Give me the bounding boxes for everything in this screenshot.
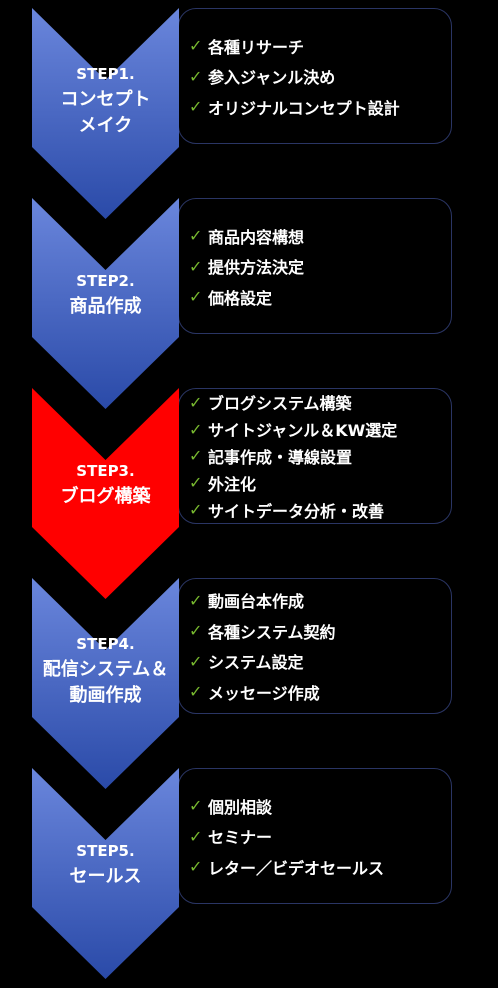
task-item: ✓ 参入ジャンル決め bbox=[189, 61, 445, 92]
step-title: STEP5. セールス bbox=[32, 839, 179, 890]
step-3-task-box: ✓ブログシステム構築✓サイトジャンル＆KW選定✓記事作成・導線設置✓外注化✓サイ… bbox=[178, 388, 452, 524]
task-item: ✓メッセージ作成 bbox=[189, 677, 445, 708]
check-icon: ✓ bbox=[189, 446, 203, 466]
task-item: ✓ 商品内容構想 bbox=[189, 220, 445, 251]
task-list: ✓動画台本作成✓各種システム契約✓システム設定✓メッセージ作成 bbox=[189, 579, 445, 713]
step-4-task-box: ✓動画台本作成✓各種システム契約✓システム設定✓メッセージ作成 bbox=[178, 578, 452, 714]
check-icon: ✓ bbox=[189, 651, 203, 671]
check-icon: ✓ bbox=[189, 226, 203, 245]
task-item-label: サイトジャンル＆KW選定 bbox=[208, 421, 398, 441]
check-icon: ✓ bbox=[189, 473, 203, 493]
step-number: STEP5. bbox=[76, 842, 135, 860]
check-icon: ✓ bbox=[189, 857, 203, 876]
chevron-shape bbox=[32, 768, 179, 979]
task-item: ✓ オリジナルコンセプト設計 bbox=[189, 91, 445, 122]
task-item: ✓各種システム契約 bbox=[189, 616, 445, 647]
step-title: STEP3. ブログ構築 bbox=[32, 459, 179, 510]
check-icon: ✓ bbox=[189, 590, 203, 610]
check-icon: ✓ bbox=[189, 419, 203, 439]
task-item-label: オリジナルコンセプト設計 bbox=[208, 98, 400, 118]
chevron-shape bbox=[32, 8, 179, 219]
chevron-arrow bbox=[32, 198, 179, 409]
step-title: STEP1. コンセプトメイク bbox=[32, 62, 179, 139]
chevron-arrow bbox=[32, 8, 179, 219]
check-icon: ✓ bbox=[189, 500, 203, 520]
task-item-label: 価格設定 bbox=[208, 288, 273, 308]
chevron-shape bbox=[32, 578, 179, 789]
step-3: ✓ブログシステム構築✓サイトジャンル＆KW選定✓記事作成・導線設置✓外注化✓サイ… bbox=[0, 388, 498, 600]
task-item: ✓ セミナー bbox=[189, 821, 445, 852]
task-item: ✓サイトデータ分析・改善 bbox=[189, 496, 445, 523]
step-title-line: メイク bbox=[78, 115, 133, 136]
step-title: STEP2. 商品作成 bbox=[32, 269, 179, 320]
task-item-label: セミナー bbox=[208, 828, 273, 847]
task-list: ✓各種リサーチ✓参入ジャンル決め✓オリジナルコンセプト設計 bbox=[189, 9, 445, 143]
check-icon: ✓ bbox=[189, 392, 203, 412]
task-item-label: 動画台本作成 bbox=[208, 592, 305, 612]
check-icon: ✓ bbox=[189, 256, 203, 276]
step-title-line: コンセプト bbox=[60, 89, 151, 110]
chevron-arrow bbox=[32, 578, 179, 789]
task-item-label: 商品内容構想 bbox=[208, 227, 305, 247]
task-item-label: 提供方法決定 bbox=[208, 258, 305, 277]
step-number: STEP1. bbox=[76, 65, 135, 83]
check-icon: ✓ bbox=[189, 36, 203, 55]
task-item-label: 記事作成・導線設置 bbox=[208, 447, 353, 467]
step-5-task-box: ✓個別相談✓セミナー✓レター／ビデオセールス bbox=[178, 768, 452, 904]
task-item-label: 各種リサーチ bbox=[208, 37, 305, 57]
step-title-line: ブログ構築 bbox=[60, 486, 151, 507]
step-1-task-box: ✓各種リサーチ✓参入ジャンル決め✓オリジナルコンセプト設計 bbox=[178, 8, 452, 144]
step-number: STEP3. bbox=[76, 462, 135, 480]
task-item: ✓ 価格設定 bbox=[189, 281, 445, 312]
chevron-shape bbox=[32, 198, 179, 409]
step-title-line: 商品作成 bbox=[69, 296, 142, 317]
check-icon: ✓ bbox=[189, 682, 203, 702]
check-icon: ✓ bbox=[189, 796, 203, 815]
task-item: ✓記事作成・導線設置 bbox=[189, 443, 445, 470]
step-number: STEP2. bbox=[76, 272, 135, 290]
task-item: ✓ブログシステム構築 bbox=[189, 389, 445, 416]
task-item-label: 参入ジャンル決め bbox=[208, 68, 336, 87]
chevron-arrow bbox=[32, 768, 179, 979]
task-item-label: メッセージ作成 bbox=[208, 683, 320, 703]
task-list: ✓ブログシステム構築✓サイトジャンル＆KW選定✓記事作成・導線設置✓外注化✓サイ… bbox=[189, 389, 445, 523]
check-icon: ✓ bbox=[189, 826, 203, 846]
step-title: STEP4. 配信システム＆ 動画作成 bbox=[32, 632, 179, 709]
task-list: ✓商品内容構想✓提供方法決定✓価格設定 bbox=[189, 199, 445, 333]
check-icon: ✓ bbox=[189, 97, 203, 116]
step-title-line: 配信システム＆ bbox=[42, 659, 169, 680]
check-icon: ✓ bbox=[189, 621, 203, 641]
check-icon: ✓ bbox=[189, 287, 203, 306]
task-item: ✓システム設定 bbox=[189, 646, 445, 677]
task-item: ✓外注化 bbox=[189, 469, 445, 496]
step-2-task-box: ✓商品内容構想✓提供方法決定✓価格設定 bbox=[178, 198, 452, 334]
task-item: ✓サイトジャンル＆KW選定 bbox=[189, 416, 445, 443]
task-item: ✓ 提供方法決定 bbox=[189, 251, 445, 282]
step-title-line: セールス bbox=[69, 866, 142, 887]
task-list: ✓個別相談✓セミナー✓レター／ビデオセールス bbox=[189, 769, 445, 903]
step-title-line: 動画作成 bbox=[69, 685, 142, 706]
task-item: ✓ レター／ビデオセールス bbox=[189, 851, 445, 882]
task-item-label: 外注化 bbox=[208, 474, 257, 494]
task-item-label: レター／ビデオセールス bbox=[208, 858, 385, 878]
step-number: STEP4. bbox=[76, 635, 135, 653]
task-item-label: システム設定 bbox=[208, 653, 304, 673]
task-item-label: 各種システム契約 bbox=[208, 622, 336, 642]
check-icon: ✓ bbox=[189, 66, 203, 86]
chevron-arrow-highlight bbox=[32, 388, 179, 599]
task-item-label: 個別相談 bbox=[208, 797, 273, 817]
task-item: ✓ 個別相談 bbox=[189, 790, 445, 821]
task-item: ✓動画台本作成 bbox=[189, 585, 445, 616]
task-item-label: ブログシステム構築 bbox=[208, 394, 352, 414]
chevron-shape bbox=[32, 388, 179, 599]
task-item-label: サイトデータ分析・改善 bbox=[208, 501, 385, 521]
task-item: ✓ 各種リサーチ bbox=[189, 30, 445, 61]
